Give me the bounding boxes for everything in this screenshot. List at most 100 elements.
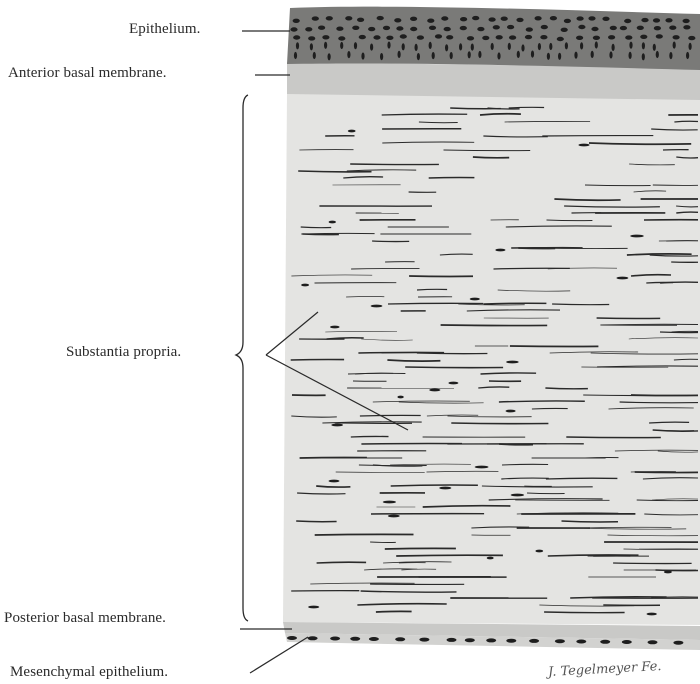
epithelial-nucleus bbox=[629, 52, 632, 59]
epithelial-nucleus bbox=[496, 35, 503, 39]
epithelial-nucleus bbox=[501, 17, 508, 21]
epithelial-nucleus bbox=[328, 53, 331, 60]
epithelial-nucleus bbox=[402, 43, 405, 50]
stromal-fiber bbox=[385, 548, 456, 549]
epithelial-nucleus bbox=[564, 19, 571, 23]
epithelial-nucleus bbox=[370, 44, 373, 51]
stromal-fiber bbox=[317, 562, 367, 563]
fiber-nucleus bbox=[487, 557, 494, 560]
epithelial-nucleus bbox=[497, 52, 500, 59]
epithelial-nucleus bbox=[576, 36, 583, 40]
epithelial-nucleus bbox=[410, 17, 417, 21]
epithelial-nucleus bbox=[482, 36, 489, 40]
epithelial-nucleus bbox=[547, 53, 550, 60]
epithelial-nucleus bbox=[653, 18, 660, 22]
epithelial-nucleus bbox=[609, 51, 612, 58]
epithelial-nucleus bbox=[656, 51, 659, 58]
epithelial-nucleus bbox=[517, 51, 520, 58]
mesenchymal-nucleus bbox=[673, 641, 683, 645]
stromal-fiber bbox=[358, 352, 444, 353]
epithelial-nucleus bbox=[444, 27, 451, 31]
mesenchymal-nucleus bbox=[576, 640, 586, 644]
stromal-fiber bbox=[613, 563, 692, 564]
stromal-fiber bbox=[597, 318, 661, 319]
stromal-fiber bbox=[360, 415, 421, 416]
epithelial-nucleus bbox=[493, 25, 500, 29]
epithelial-nucleus bbox=[641, 18, 648, 22]
stromal-fiber bbox=[510, 346, 599, 347]
label-posterior-basal-membrane: Posterior basal membrane. bbox=[4, 610, 166, 627]
epithelial-nucleus bbox=[558, 53, 561, 60]
stromal-fiber bbox=[417, 289, 447, 290]
epithelial-nucleus bbox=[673, 42, 676, 49]
epithelial-nucleus bbox=[324, 42, 327, 49]
fiber-nucleus bbox=[470, 298, 480, 301]
fiber-nucleus bbox=[371, 305, 383, 308]
epithelial-nucleus bbox=[516, 18, 523, 22]
mesenchymal-leader-line bbox=[250, 637, 308, 673]
epithelial-nucleus bbox=[549, 43, 552, 50]
epithelial-nucleus bbox=[656, 34, 663, 38]
stromal-fiber bbox=[301, 227, 332, 228]
mesenchymal-nucleus bbox=[465, 638, 475, 642]
epithelial-nucleus bbox=[653, 44, 656, 51]
stromal-fiber bbox=[405, 367, 503, 368]
stromal-fiber bbox=[372, 241, 409, 242]
epithelial-nucleus bbox=[642, 53, 645, 60]
epithelial-nucleus bbox=[340, 42, 343, 49]
epithelial-nucleus bbox=[368, 27, 375, 31]
epithelial-nucleus bbox=[608, 35, 615, 39]
epithelial-nucleus bbox=[293, 35, 300, 39]
mesenchymal-nucleus bbox=[395, 637, 405, 641]
epithelial-nucleus bbox=[580, 42, 583, 49]
mesenchymal-nucleus bbox=[350, 637, 360, 641]
epithelial-nucleus bbox=[489, 17, 496, 21]
stromal-fiber bbox=[502, 464, 548, 465]
epithelial-nucleus bbox=[610, 26, 617, 30]
epithelial-nucleus bbox=[669, 26, 676, 30]
mesenchymal-nucleus bbox=[600, 640, 610, 644]
stromal-fiber bbox=[301, 233, 374, 234]
epithelial-nucleus bbox=[550, 16, 557, 20]
epithelial-nucleus bbox=[665, 18, 672, 22]
epithelial-nucleus bbox=[429, 42, 432, 49]
stromal-fiber bbox=[532, 408, 568, 409]
stromal-fiber bbox=[674, 121, 698, 122]
mesenchymal-nucleus bbox=[369, 637, 379, 641]
epithelial-nucleus bbox=[477, 27, 484, 31]
epithelial-nucleus bbox=[294, 52, 297, 59]
fiber-nucleus bbox=[397, 396, 403, 399]
epithelial-nucleus bbox=[410, 27, 417, 31]
fiber-nucleus bbox=[664, 571, 672, 574]
stromal-fiber bbox=[429, 177, 475, 178]
epithelial-nucleus bbox=[578, 25, 585, 29]
label-substantia-propria: Substantia propria. bbox=[66, 344, 181, 361]
stromal-fiber bbox=[656, 570, 699, 571]
epithelial-nucleus bbox=[521, 44, 524, 51]
epithelial-nucleus bbox=[535, 16, 542, 20]
epithelial-nucleus bbox=[591, 27, 598, 31]
epithelial-nucleus bbox=[683, 19, 690, 23]
epithelial-nucleus bbox=[602, 17, 609, 21]
fiber-nucleus bbox=[578, 144, 589, 147]
epithelial-nucleus bbox=[688, 36, 695, 40]
mesenchymal-nucleus bbox=[419, 638, 429, 642]
fiber-nucleus bbox=[475, 466, 489, 469]
epithelial-nucleus bbox=[293, 19, 300, 23]
epithelial-nucleus bbox=[593, 36, 600, 40]
epithelial-nucleus bbox=[491, 43, 494, 50]
stromal-fiber bbox=[376, 611, 412, 612]
epithelial-nucleus bbox=[427, 19, 434, 23]
stromal-fiber bbox=[361, 443, 462, 444]
stromal-fiber bbox=[484, 303, 547, 304]
epithelial-nucleus bbox=[673, 35, 680, 39]
epithelial-nucleus bbox=[441, 16, 448, 20]
epithelial-nucleus bbox=[338, 36, 345, 40]
epithelial-nucleus bbox=[322, 35, 329, 39]
epithelial-nucleus bbox=[383, 26, 390, 30]
epithelial-nucleus bbox=[445, 44, 448, 51]
epithelial-nucleus bbox=[467, 36, 474, 40]
epithelial-nucleus bbox=[305, 27, 312, 31]
epithelial-nucleus bbox=[450, 52, 453, 59]
